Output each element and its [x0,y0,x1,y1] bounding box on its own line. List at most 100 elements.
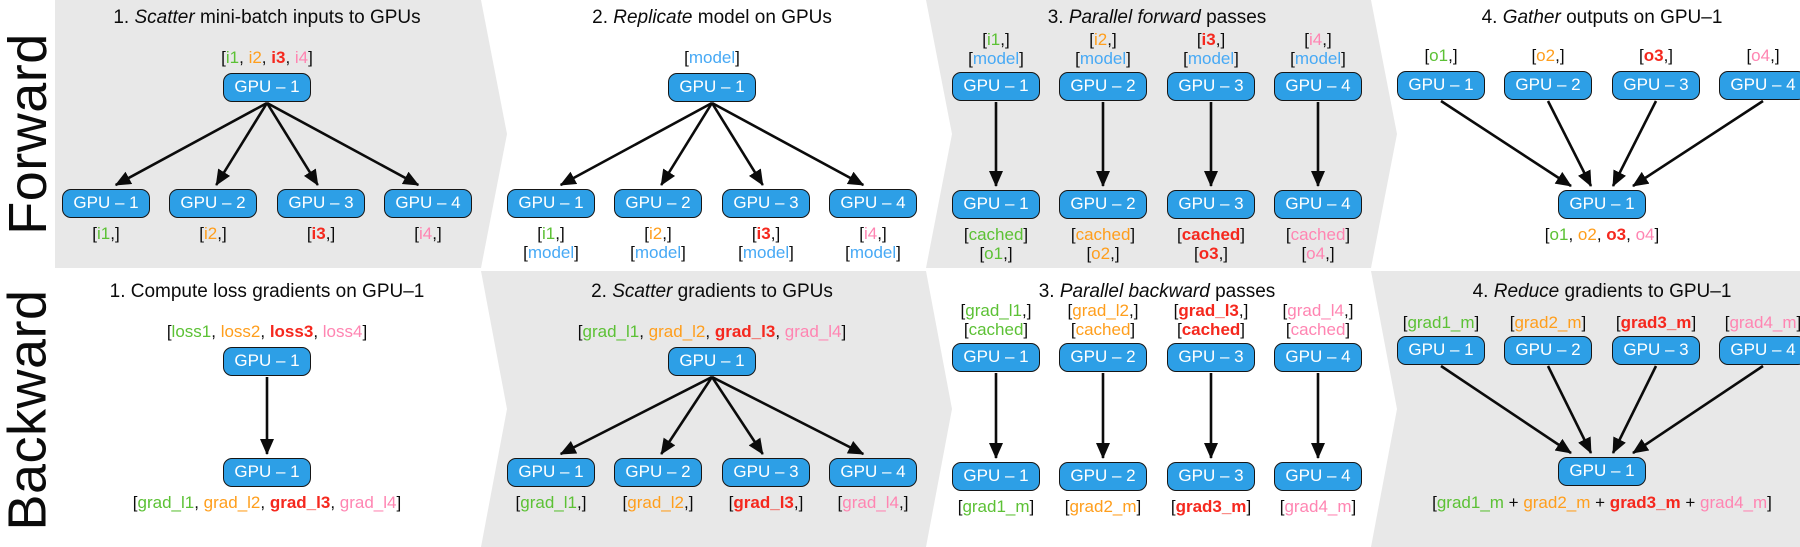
bottom-data-label: [grad4_m] [1280,497,1357,516]
arrow [660,376,714,455]
label-line: [grad1_m] [1403,313,1480,332]
bottom-data-label: [grad_l4,] [838,493,909,512]
top-data-label: [i1,][model] [968,30,1024,68]
label-segment: [ [960,301,966,320]
label-segment: ] [1581,313,1587,332]
label-segment: [ [515,493,521,512]
label-line: [i2,] [1075,30,1131,49]
label-segment: [ [1193,244,1199,263]
bottom-data-label: [i4,] [414,224,441,243]
label-line: [grad1_m] [958,497,1035,516]
label-line: [model] [630,243,686,262]
label-line: [grad3_m] [1616,313,1696,332]
label-segment: ,] [1218,244,1229,263]
gpu-box-top-1: GPU – 1 [952,72,1040,101]
top-data-label: [o3,] [1639,46,1673,65]
gpu-box-top-1: GPU – 1 [1397,71,1485,100]
label-segment-pink: cached [1290,320,1346,339]
label-segment: ] [1023,225,1029,244]
arrow [1546,365,1593,454]
label-segment-blue: model [1294,49,1342,68]
label-line: [i1,] [968,30,1024,49]
label-segment-i: Reduce [1493,281,1560,302]
label-segment-pink: grad_l4 [784,322,842,341]
label-segment: [ [982,30,988,49]
label-segment: [ [630,243,635,262]
label-segment-pink: grad4_m [1284,497,1352,516]
label-segment: , [639,322,649,341]
label-segment: [ [306,224,312,243]
label-segment: 2. [592,7,614,28]
label-segment-i: Parallel forward [1068,7,1201,28]
label-segment-pink: o4 [1751,46,1771,65]
label-segment: ,] [1000,30,1010,49]
label-line: [model] [523,243,579,262]
gpu-box-bottom-2: GPU – 2 [1059,462,1147,491]
panel-backward-3: 3. Parallel backward passes[grad_l1,][ca… [932,272,1382,547]
label-segment: , [239,48,249,67]
label-segment-red: i3 [271,48,286,67]
label-segment-red: grad3_m [1609,493,1681,512]
label-line: [model] [968,49,1024,68]
panel-backward-1: 1. Compute loss gradients on GPU–1[loss1… [42,272,492,547]
label-segment: + [1503,493,1524,512]
label-segment: ,] [1325,244,1335,263]
gpu-box-bottom-1: GPU – 1 [223,458,311,487]
top-data-label: [grad_l1,][cached] [961,301,1032,339]
arrow [559,375,713,456]
label-segment: 1. [113,7,135,28]
label-segment-red: i3 [311,224,326,243]
label-segment: ,] [432,224,442,243]
label-segment-blue: model [527,243,575,262]
label-segment: ] [1767,493,1772,512]
bottom-data-label: [o1, o2, o3, o4] [1545,225,1659,244]
label-segment: ] [1029,497,1035,516]
label-segment-orange: i2 [204,224,218,243]
label-segment: ] [1136,497,1142,516]
bottom-data-label: [i1,] [92,224,119,243]
row-label-backward: Backward [0,272,58,547]
label-segment: ] [1345,320,1351,339]
label-segment: ] [1240,225,1246,244]
label-segment-blue: model [849,243,897,262]
arrow [710,102,764,186]
arrow [1611,100,1658,187]
label-segment-pink: loss4 [322,322,363,341]
gpu-box-bottom-1: GPU – 1 [952,462,1040,491]
arrow [1611,365,1658,454]
label-segment-green: grad1_m [1407,313,1475,332]
top-data-label: [grad4_m] [1725,313,1800,332]
label-segment-green: i1 [97,224,111,243]
label-segment: , [775,322,785,341]
panel-title: 4. Reduce gradients to GPU–1 [1377,281,1800,303]
label-segment-green: cached [968,225,1024,244]
label-segment: [ [221,48,226,67]
label-segment: , [313,322,323,341]
label-segment: ,] [1022,301,1032,320]
label-segment: ] [574,243,579,262]
label-segment: gradients to GPUs [672,281,833,302]
label-segment: [ [751,224,757,243]
label-line: [grad_l3,] [729,493,804,512]
label-segment-orange: i2 [248,48,262,67]
label-segment: + [1680,493,1701,512]
gpu-box-bottom-1: GPU – 1 [62,189,150,218]
label-segment-orange: i2 [649,224,663,243]
label-segment: ] [396,493,402,512]
label-segment: ,] [325,224,336,243]
label-segment: [ [414,224,420,243]
label-segment: [ [1183,49,1188,68]
label-segment-red: grad_l3 [714,322,776,341]
label-segment: [ [1086,244,1092,263]
gpu-box-bottom-4: GPU – 4 [1274,190,1362,219]
label-line: [o1,] [1424,46,1457,65]
label-segment-green: loss1 [171,322,212,341]
label-segment-i: Gather [1502,7,1561,28]
label-segment: [ [644,224,650,243]
label-segment-blue: model [1187,49,1235,68]
label-segment-red: i3 [756,224,771,243]
label-segment: [ [1424,46,1430,65]
label-segment: ] [735,48,740,67]
label-segment: , [261,48,272,67]
label-segment-orange: cached [1075,225,1131,244]
